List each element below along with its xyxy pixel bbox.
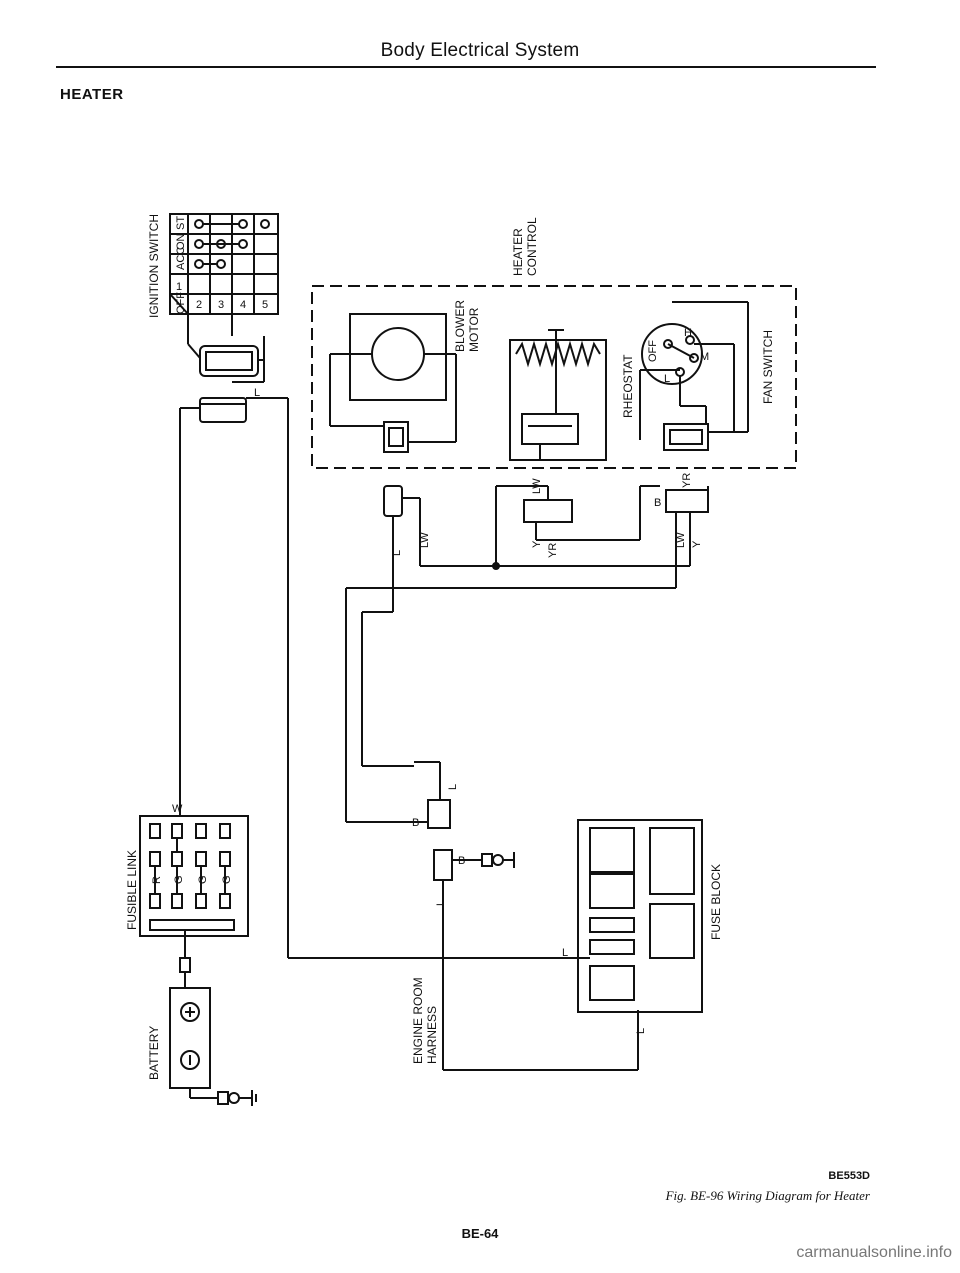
fan-pos-m: M (700, 351, 709, 363)
battery-label: BATTERY (147, 1026, 161, 1080)
wire-label-l-fuse-out: L (635, 1028, 647, 1034)
fan-switch (639, 301, 749, 451)
ignition-col-acc: ACC (175, 247, 187, 270)
fan-pos-l: L (664, 373, 670, 385)
fusible-link (139, 815, 249, 988)
wire-label-l-fuse-in: L (562, 947, 568, 959)
wire-label-l-blower: L (391, 550, 403, 556)
fan-switch-label: FAN SWITCH (761, 330, 775, 404)
ignition-connector (199, 397, 247, 423)
wire-label-b-relay: B (412, 817, 419, 829)
ignition-switch-label: IGNITION SWITCH (147, 214, 161, 318)
blower-motor (329, 313, 457, 453)
wire-label-lw-fan: LW (675, 532, 687, 548)
blower-motor-label-1: BLOWER (453, 300, 467, 352)
wire-label-g-fusible-2: G (197, 875, 209, 884)
ignition-switch (169, 213, 279, 383)
wire-label-g-fusible-1: G (173, 875, 185, 884)
wire-label-y-rheostat: Y (531, 540, 543, 548)
page-title: Body Electrical System (380, 40, 580, 61)
figure-caption: Fig. BE-96 Wiring Diagram for Heater (665, 1188, 870, 1203)
blower-relay-connector (427, 799, 451, 829)
heater-control-label-1: HEATER (511, 228, 525, 276)
heater-control-box (311, 285, 797, 469)
fuse-block (570, 819, 703, 1013)
header-rule (56, 66, 876, 68)
wire-label-l-relay: L (447, 784, 459, 790)
watermark: carmanualsonline.info (796, 1244, 952, 1261)
wire-label-l-ignition: L (254, 387, 260, 399)
rheostat-label: RHEOSTAT (621, 354, 635, 418)
wire-label-lw-blower: LW (419, 532, 431, 548)
wire-label-b-fan: B (654, 497, 661, 509)
rheostat (509, 329, 607, 461)
battery (169, 987, 257, 1106)
fusible-link-label: FUSIBLE LINK (125, 850, 139, 930)
wire-label-r-fusible: R (151, 876, 163, 884)
wire-label-g-fusible-3: G (221, 875, 233, 884)
figure-code: BE553D (828, 1170, 870, 1182)
wire-label-y-fan: Y (691, 540, 703, 548)
fan-switch-harness-connector (665, 489, 709, 513)
wire-label-b-ground: B (458, 855, 465, 867)
page-number: BE-64 (461, 1226, 499, 1241)
wire-label-l-ground: L (435, 900, 447, 906)
engine-room-harness-label-2: HARNESS (425, 1006, 439, 1064)
ignition-terminal-5: 5 (262, 299, 268, 311)
blower-harness-connector (383, 485, 403, 517)
ground-connector (433, 849, 453, 881)
ignition-terminal-3: 3 (218, 299, 224, 311)
rheostat-harness-connector (523, 499, 573, 523)
engine-room-harness-label-1: ENGINE ROOM (411, 977, 425, 1064)
fan-pos-h: H (684, 327, 692, 339)
wire-label-lw-rheostat: LW (531, 478, 543, 494)
ignition-terminal-2: 2 (196, 299, 202, 311)
ignition-terminal-1: 1 (176, 281, 182, 293)
ignition-col-off: OFF (175, 292, 187, 314)
fuse-block-label: FUSE BLOCK (709, 864, 723, 940)
wire-label-w-fusible: W (172, 803, 183, 815)
heater-control-label-2: CONTROL (525, 217, 539, 276)
wire-label-yr-fan: YR (681, 473, 693, 488)
ignition-terminal-4: 4 (240, 299, 246, 311)
blower-motor-label-2: MOTOR (467, 307, 481, 352)
section-title: HEATER (60, 86, 124, 103)
wire-label-yr-rheostat: YR (547, 543, 559, 558)
ignition-col-on: ON (175, 233, 187, 250)
fan-pos-off: OFF (647, 340, 659, 362)
ignition-col-st: ST (175, 216, 187, 230)
